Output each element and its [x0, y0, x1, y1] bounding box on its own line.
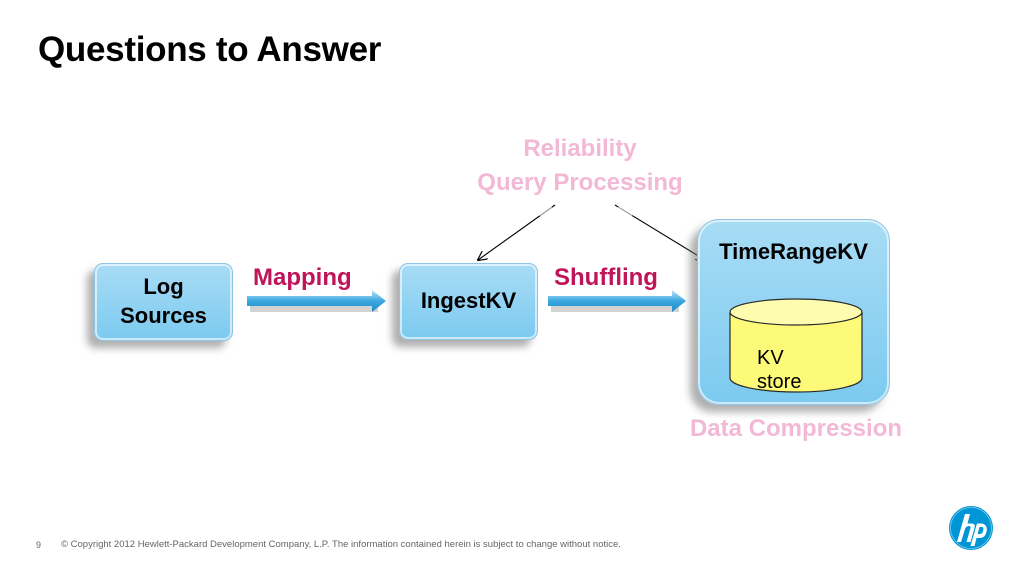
shuffling-label: Shuffling: [554, 264, 658, 291]
timerangekv-label: TimeRangeKV: [719, 239, 868, 264]
reliability-label: Reliability: [523, 135, 637, 162]
log-sources-node: Log Sources: [94, 263, 233, 341]
hp-logo-icon: [949, 506, 993, 550]
data-compression-label: Data Compression: [689, 415, 903, 442]
kv-store-cylinder-icon: [729, 298, 863, 393]
copyright-notice: © Copyright 2012 Hewlett-Packard Develop…: [61, 539, 621, 550]
query-processing-label: Query Processing: [477, 168, 683, 196]
mapping-label: Mapping: [253, 264, 352, 291]
ingestkv-label: IngestKV: [420, 288, 517, 314]
reliability-concern: Reliability Query Processing: [430, 132, 730, 199]
ingestkv-node: IngestKV: [399, 263, 538, 340]
page-number: 9: [36, 540, 42, 550]
log-sources-label: Log Sources: [120, 274, 207, 328]
kv-store-label: KV store: [757, 347, 802, 393]
mapping-arrow: [247, 290, 386, 312]
shuffling-arrow: [548, 290, 686, 312]
page-title: Questions to Answer: [38, 30, 382, 69]
